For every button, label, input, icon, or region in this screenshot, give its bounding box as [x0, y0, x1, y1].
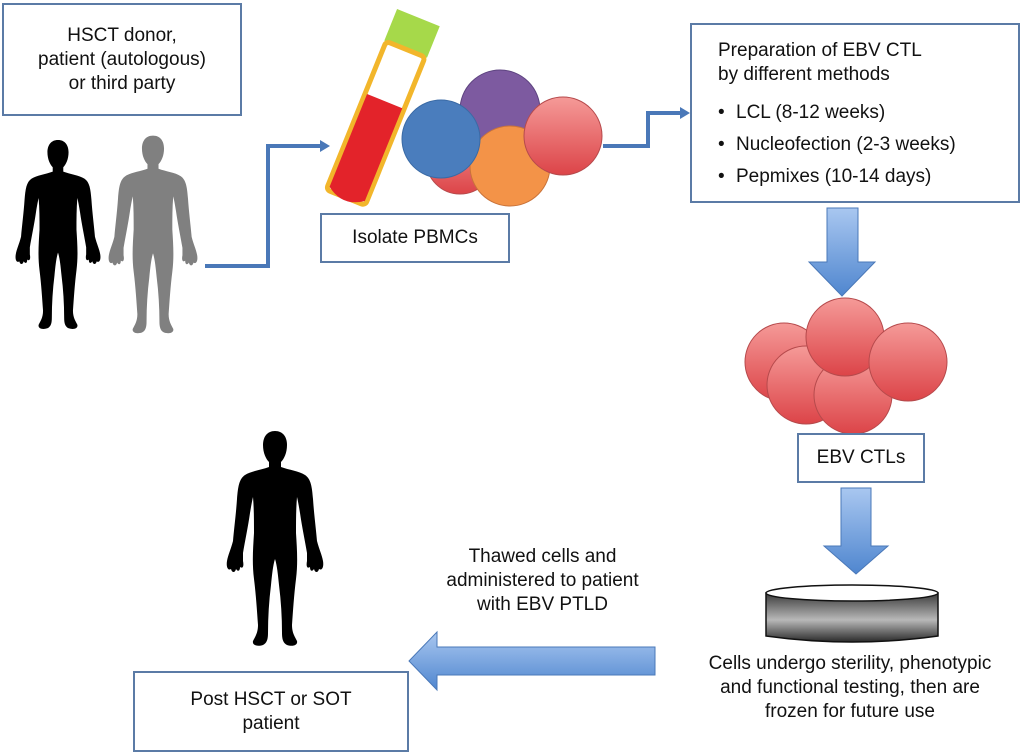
post-line: patient — [242, 712, 300, 734]
caption-line: administered to patient — [446, 570, 639, 591]
caption-line: with EBV PTLD — [477, 594, 608, 615]
connector-arrowhead-icon — [680, 107, 690, 119]
method-item: • Pepmixes (10-14 days) — [718, 161, 1018, 193]
third-party-silhouette-icon — [108, 135, 198, 334]
pbmc-label: Isolate PBMCs — [352, 227, 478, 248]
caption-line: and functional testing, then are — [720, 677, 980, 698]
left-arrow-icon — [408, 630, 656, 692]
down-arrow-icon — [822, 487, 890, 575]
isolate-pbmc-box: Isolate PBMCs — [320, 213, 510, 263]
method-item: • Nucleofection (2-3 weeks) — [718, 129, 1018, 161]
method-label: LCL (8-12 weeks) — [736, 102, 886, 123]
bullet-icon: • — [718, 166, 725, 187]
caption-line: frozen for future use — [764, 701, 936, 722]
donor-line: patient (autologous) — [38, 48, 206, 70]
pbmc-cluster-icon — [401, 69, 603, 207]
caption-line: Cells undergo sterility, phenotypic — [708, 653, 992, 674]
donor-line: HSCT donor, — [67, 24, 177, 46]
donor-source-box: HSCT donor, patient (autologous) or thir… — [2, 3, 242, 116]
culture-dish-icon — [765, 584, 939, 643]
donor-line: or third party — [68, 72, 176, 94]
prep-title-line: Preparation of EBV CTL — [718, 40, 922, 61]
bullet-icon: • — [718, 134, 725, 155]
blood-tube-icon — [324, 9, 440, 207]
ctl-cluster-icon — [744, 297, 948, 435]
testing-frozen-caption: Cells undergo sterility, phenotypic and … — [680, 652, 1020, 724]
patient-silhouette-icon — [226, 431, 324, 646]
prep-title-line: by different methods — [718, 64, 890, 85]
post-line: Post HSCT or SOT — [190, 688, 352, 710]
method-label: Pepmixes (10-14 days) — [736, 166, 932, 187]
connector-arrowhead-icon — [320, 140, 330, 152]
bullet-icon: • — [718, 102, 725, 123]
method-list: • LCL (8-12 weeks) • Nucleofection (2-3 … — [718, 97, 1018, 193]
recipient-patient-box: Post HSCT or SOT patient — [133, 671, 409, 752]
connector-pbmc-to-prep — [603, 111, 682, 148]
method-label: Nucleofection (2-3 weeks) — [736, 134, 956, 155]
ctl-preparation-box: Preparation of EBV CTL by different meth… — [690, 23, 1020, 203]
down-arrow-icon — [807, 207, 877, 297]
ctl-label: EBV CTLs — [816, 447, 906, 468]
ebv-ctls-box: EBV CTLs — [797, 433, 925, 483]
connector-donor-to-pbmc — [205, 144, 322, 268]
caption-line: Thawed cells and — [468, 546, 617, 567]
thaw-administer-caption: Thawed cells and administered to patient… — [430, 545, 655, 617]
method-item: • LCL (8-12 weeks) — [718, 97, 1018, 129]
donor-silhouette-icon — [15, 139, 101, 329]
prep-title: Preparation of EBV CTL by different meth… — [718, 39, 1018, 87]
